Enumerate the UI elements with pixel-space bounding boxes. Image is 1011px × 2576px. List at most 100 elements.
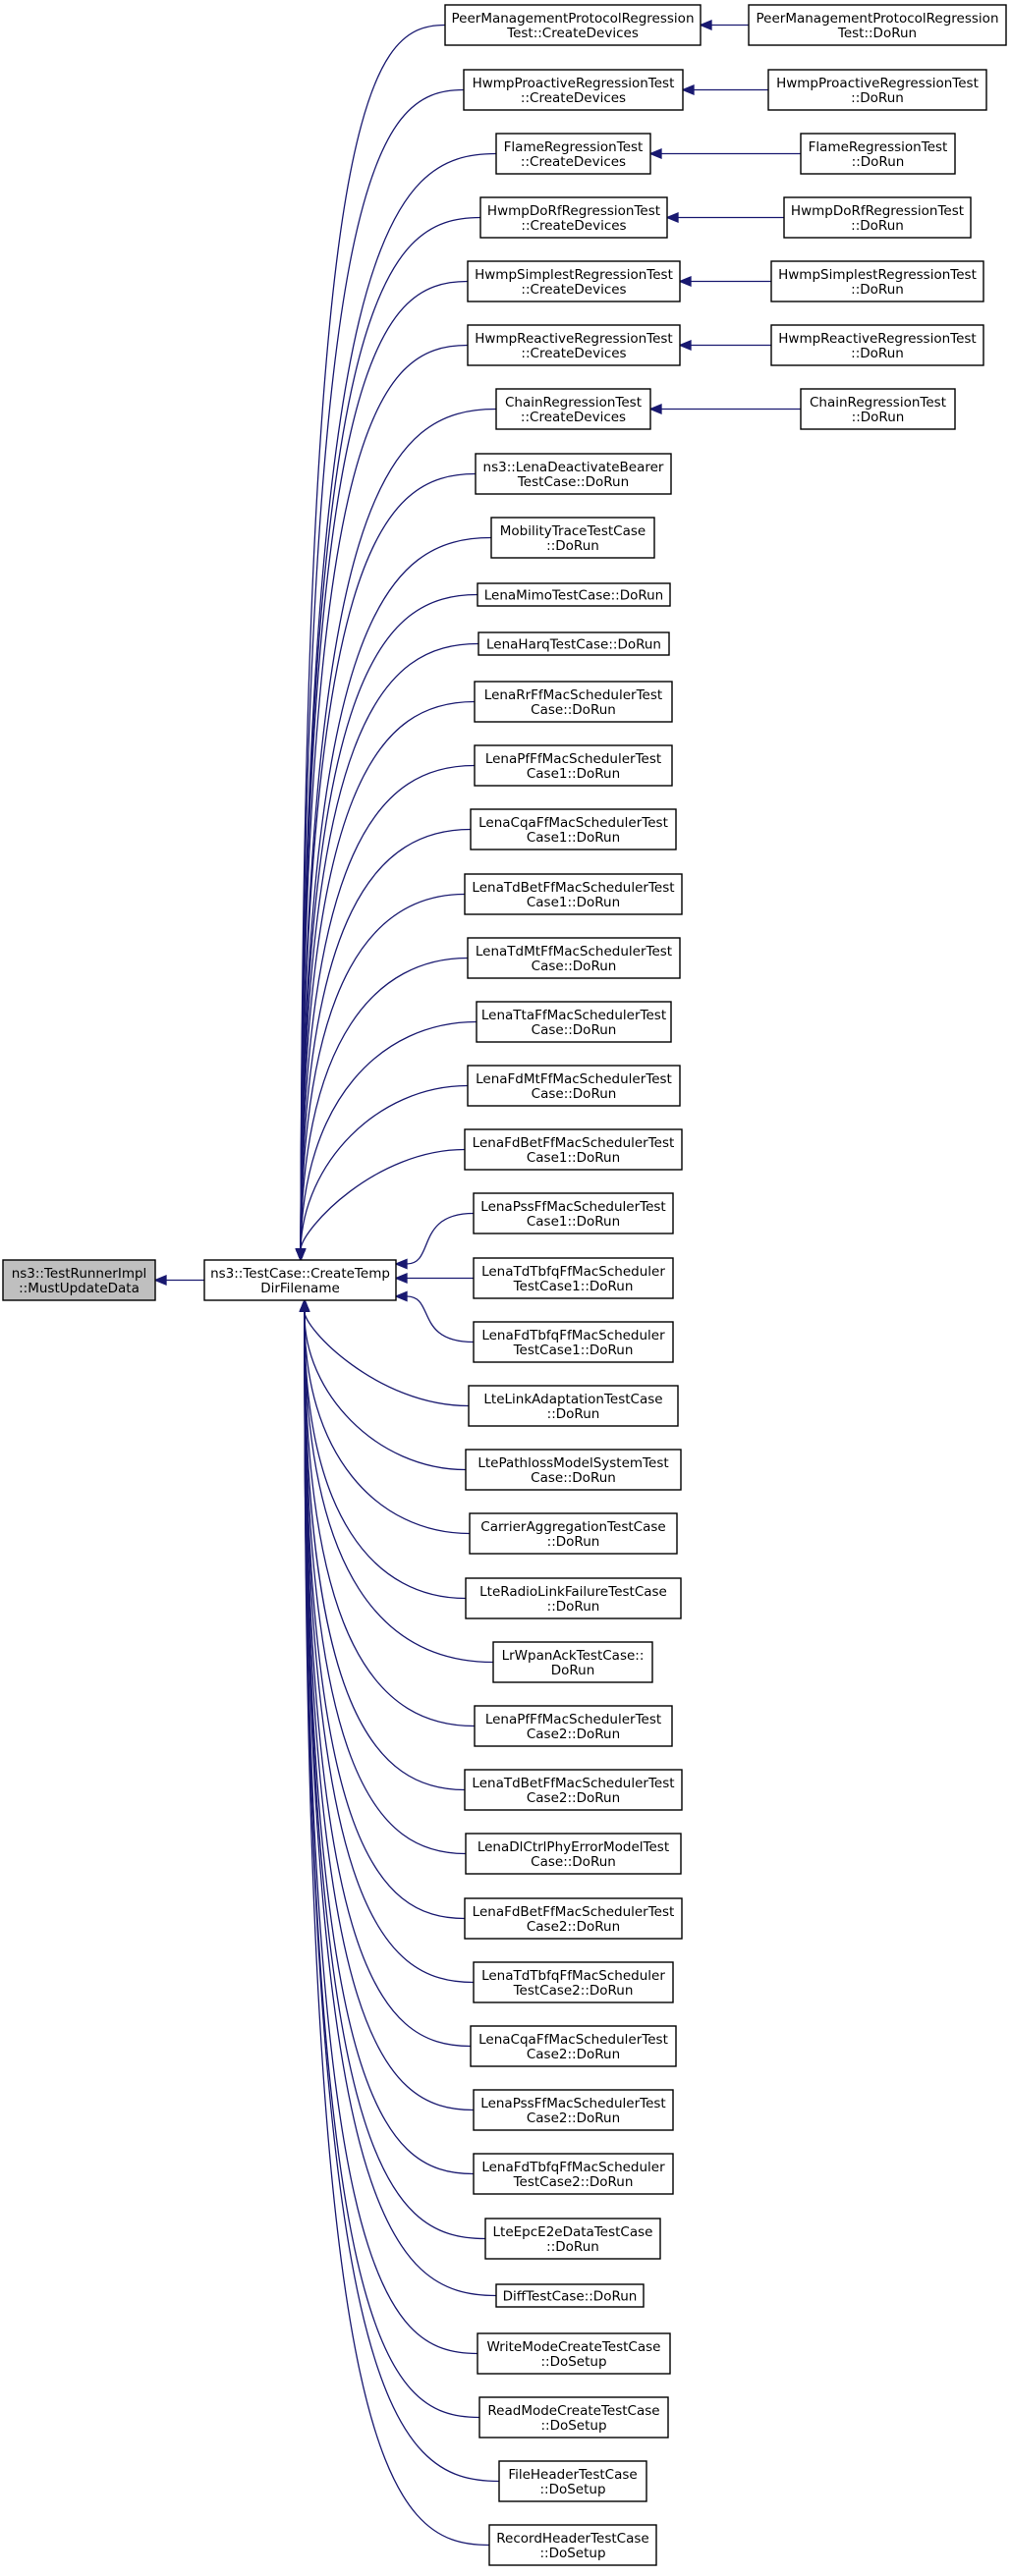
node-c23[interactable]: LteLinkAdaptationTestCase::DoRun: [468, 1385, 679, 1427]
node-d06[interactable]: HwmpReactiveRegressionTest::DoRun: [770, 324, 984, 366]
node-label-line: ::DoRun: [547, 1406, 600, 1422]
node-c06[interactable]: HwmpReactiveRegressionTest::CreateDevice…: [467, 324, 681, 366]
node-label-line: LenaTdBetFfMacSchedulerTest: [472, 880, 674, 896]
node-c37[interactable]: DiffTestCase::DoRun: [495, 2283, 645, 2308]
call-edge: [665, 212, 784, 223]
node-label-line: Case1::DoRun: [527, 830, 620, 846]
edge-arrowhead: [299, 1298, 310, 1312]
node-box: [770, 324, 984, 366]
edge-line: [300, 344, 469, 1250]
node-c39[interactable]: ReadModeCreateTestCase::DoSetup: [478, 2396, 669, 2439]
edge-arrowhead: [153, 1275, 167, 1286]
node-label-line: ::CreateDevices: [521, 90, 626, 106]
call-edge: [295, 593, 478, 1262]
node-label-line: LenaFdBetFfMacSchedulerTest: [473, 1904, 675, 1920]
node-label-line: RecordHeaderTestCase: [496, 2531, 648, 2547]
node-d03[interactable]: FlameRegressionTest::DoRun: [800, 133, 956, 175]
node-label-line: FlameRegressionTest: [504, 139, 644, 155]
node-c04[interactable]: HwmpDoRfRegressionTest::CreateDevices: [479, 196, 668, 239]
node-d02[interactable]: HwmpProactiveRegressionTest::DoRun: [767, 69, 987, 111]
node-c36[interactable]: LteEpcE2eDataTestCase::DoRun: [484, 2218, 661, 2260]
node-c11[interactable]: LenaHarqTestCase::DoRun: [477, 631, 670, 656]
node-label-line: DoRun: [551, 1663, 595, 1678]
node-label-line: Case1::DoRun: [527, 766, 620, 782]
node-box: [477, 631, 670, 656]
node-d07[interactable]: ChainRegressionTest::DoRun: [800, 388, 956, 430]
node-c09[interactable]: MobilityTraceTestCase::DoRun: [490, 517, 655, 559]
node-d04[interactable]: HwmpDoRfRegressionTest::DoRun: [783, 196, 972, 239]
edge-line: [300, 88, 465, 1250]
node-label-line: Case2::DoRun: [527, 2047, 620, 2062]
node-d05[interactable]: HwmpSimplestRegressionTest::DoRun: [770, 260, 984, 302]
node-label-line: LenaMimoTestCase::DoRun: [484, 588, 664, 604]
call-edge: [681, 84, 768, 95]
node-box: [467, 1065, 681, 1107]
node-c25[interactable]: CarrierAggregationTestCase::DoRun: [469, 1512, 678, 1555]
node-c26[interactable]: LteRadioLinkFailureTestCase::DoRun: [465, 1577, 682, 1619]
edge-line: [406, 1212, 475, 1265]
node-box: [495, 133, 651, 175]
edge-line: [300, 24, 446, 1250]
call-edge: [295, 828, 472, 1262]
node-box: [767, 69, 987, 111]
node-box: [464, 1897, 683, 1940]
node-c01[interactable]: PeerManagementProtocolRegressionTest::Cr…: [444, 4, 702, 46]
call-edge: [678, 276, 771, 287]
node-box: [464, 1769, 683, 1811]
node-c03[interactable]: FlameRegressionTest::CreateDevices: [495, 133, 651, 175]
node-label-line: Test::CreateDevices: [506, 26, 639, 41]
call-edge: [295, 344, 469, 1262]
call-edge: [299, 1298, 486, 2240]
node-c38[interactable]: WriteModeCreateTestCase::DoSetup: [477, 2332, 671, 2375]
call-edge: [299, 1298, 466, 1791]
node-label-line: FileHeaderTestCase: [508, 2467, 637, 2483]
node-box: [468, 1385, 679, 1427]
node-c02[interactable]: HwmpProactiveRegressionTest::CreateDevic…: [463, 69, 684, 111]
edge-line: [304, 1310, 471, 1535]
node-c10[interactable]: LenaMimoTestCase::DoRun: [477, 582, 671, 607]
node-label-line: LenaPfFfMacSchedulerTest: [485, 1712, 661, 1727]
edge-arrowhead: [394, 1258, 408, 1270]
node-label-line: ns3::TestRunnerImpl: [12, 1266, 147, 1282]
node-box: [473, 2153, 674, 2195]
node-c07[interactable]: ChainRegressionTest::CreateDevices: [495, 388, 651, 430]
node-box: [465, 1577, 682, 1619]
node-c40[interactable]: FileHeaderTestCase::DoSetup: [498, 2460, 647, 2502]
node-c41[interactable]: RecordHeaderTestCase::DoSetup: [488, 2524, 657, 2566]
node-d01[interactable]: PeerManagementProtocolRegressionTest::Do…: [748, 4, 1007, 46]
node-label-line: LenaPssFfMacSchedulerTest: [480, 1199, 665, 1215]
node-label-line: LenaFdTbfqFfMacScheduler: [481, 2160, 665, 2175]
node-c05[interactable]: HwmpSimplestRegressionTest::CreateDevice…: [467, 260, 681, 302]
node-label-line: PeerManagementProtocolRegression: [452, 11, 695, 27]
edge-arrowhead: [394, 1290, 408, 1302]
node-label-line: ::DoRun: [546, 538, 599, 554]
call-edge: [295, 700, 476, 1262]
node-c27[interactable]: LrWpanAckTestCase::DoRun: [492, 1641, 653, 1683]
node-box: [467, 937, 681, 979]
node-root: ns3::TestRunnerImpl::MustUpdateData: [2, 1259, 156, 1301]
node-label-line: LenaTdTbfqFfMacScheduler: [481, 1264, 665, 1280]
